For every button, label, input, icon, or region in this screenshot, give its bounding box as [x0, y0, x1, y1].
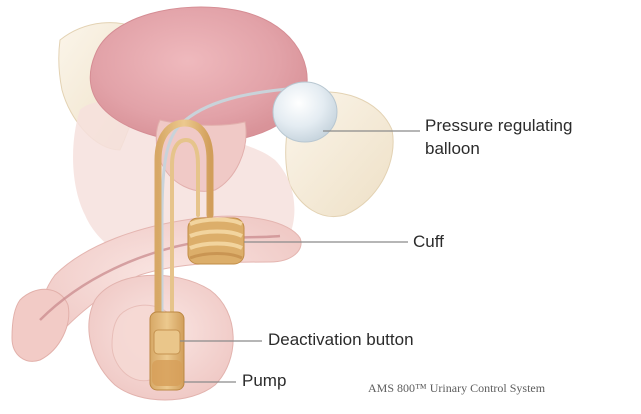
balloon-label-line-1: Pressure regulating	[425, 114, 572, 137]
pressure-balloon-icon	[273, 82, 337, 142]
pump-label: Pump	[242, 369, 286, 392]
glans	[12, 289, 69, 361]
inflatable-cuff-icon	[188, 218, 244, 264]
figure-caption: AMS 800™ Urinary Control System	[368, 380, 545, 396]
balloon-label-line-2: balloon	[425, 137, 572, 160]
cuff-label: Cuff	[413, 230, 444, 253]
control-pump-icon	[150, 312, 184, 390]
deactivation-button-label: Deactivation button	[268, 328, 414, 351]
balloon-label: Pressure regulating balloon	[425, 114, 572, 160]
